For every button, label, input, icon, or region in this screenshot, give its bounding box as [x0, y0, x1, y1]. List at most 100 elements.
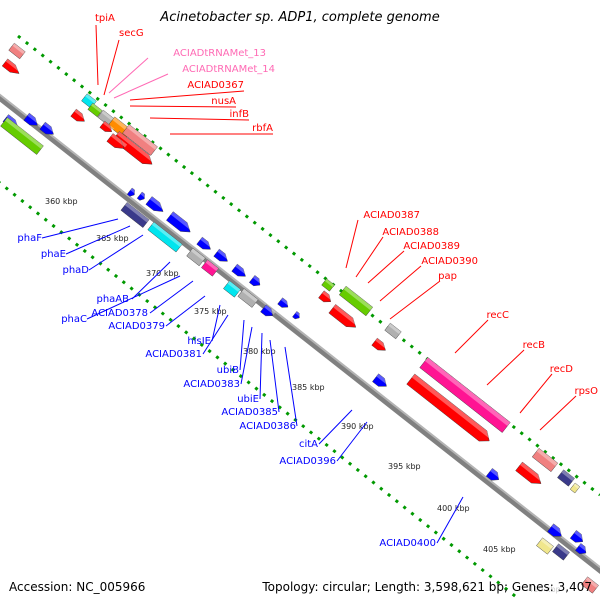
gene-block[interactable] [371, 337, 389, 354]
gene-label[interactable]: citA [299, 439, 318, 450]
gene-block[interactable] [0, 117, 44, 155]
gene-block[interactable] [569, 530, 586, 545]
leader-line [149, 280, 194, 314]
gene-label[interactable]: ACIAD0389 [403, 241, 460, 252]
leader-line [436, 496, 464, 544]
gene-label[interactable]: phaAB [96, 294, 129, 305]
gene-label[interactable]: infB [230, 109, 250, 120]
gene-block[interactable] [223, 280, 241, 298]
genome-backbone-highlight [0, 93, 600, 569]
ruler-label: 365 kbp [96, 234, 129, 243]
gene-block[interactable] [106, 133, 128, 153]
ruler-label: 380 kbp [243, 347, 276, 356]
gene-label[interactable]: recC [486, 310, 509, 321]
gene-block[interactable] [419, 357, 511, 433]
leader-line [41, 218, 119, 239]
gene-block[interactable] [23, 112, 41, 129]
gene-block[interactable] [120, 202, 150, 228]
gene-block[interactable] [552, 543, 570, 561]
gene-block[interactable] [328, 304, 360, 331]
gene-label[interactable]: recD [550, 364, 574, 375]
gene-block[interactable] [213, 248, 231, 265]
gene-block[interactable] [166, 211, 194, 237]
gene-label[interactable]: ACIAD0386 [239, 421, 296, 432]
gene-label[interactable]: rbfA [252, 123, 273, 134]
gene-block[interactable] [99, 120, 115, 135]
gene-label[interactable]: recB [523, 340, 546, 351]
gene-label[interactable]: phaC [61, 314, 87, 325]
ruler-label: 405 kbp [483, 545, 516, 554]
gene-block[interactable] [136, 191, 147, 202]
gene-label[interactable]: phaF [17, 233, 42, 244]
gene-block[interactable] [547, 523, 565, 541]
gene-label[interactable]: phaE [41, 249, 66, 260]
gene-block[interactable] [485, 468, 502, 483]
gene-label[interactable]: rpsO [574, 386, 598, 397]
gene-label[interactable]: secG [119, 28, 144, 39]
gene-block[interactable] [581, 576, 599, 594]
gene-label[interactable]: phaD [62, 265, 89, 276]
leader-line [65, 225, 131, 255]
gene-label[interactable]: ACIAD0396 [279, 456, 336, 467]
ruler-label: 375 kbp [194, 307, 227, 316]
leader-line [131, 261, 171, 300]
gene-block[interactable] [372, 373, 390, 391]
gene-block[interactable] [260, 304, 276, 319]
gene-label[interactable]: ACIAD0378 [91, 308, 148, 319]
gene-block[interactable] [8, 42, 26, 60]
gene-block[interactable] [406, 373, 494, 446]
gene-label[interactable]: ACIAD0367 [187, 80, 244, 91]
gene-block[interactable] [531, 447, 559, 473]
gene-block[interactable] [237, 288, 259, 308]
ruler-label: 390 kbp [341, 422, 374, 431]
gene-block[interactable] [39, 121, 57, 138]
gene-block[interactable] [536, 537, 554, 555]
gene-label[interactable]: ACIAD0390 [421, 256, 478, 267]
gene-block[interactable] [249, 275, 263, 288]
gene-label[interactable]: ACIAD0400 [379, 538, 436, 549]
gene-block[interactable] [277, 297, 291, 310]
gene-label[interactable]: ACIADtRNAMet_14 [182, 64, 275, 75]
gene-block[interactable] [87, 102, 103, 118]
forward-genes [1, 42, 599, 594]
gene-block[interactable] [186, 247, 206, 267]
gene-block[interactable] [196, 236, 214, 253]
gene-block[interactable] [569, 482, 581, 494]
ruler-label: 385 kbp [292, 383, 325, 392]
gene-label[interactable]: ACIAD0388 [382, 227, 439, 238]
ruler-track-outer [17, 34, 600, 497]
gene-label[interactable]: ACIAD0381 [145, 349, 202, 360]
gene-block[interactable] [201, 259, 219, 277]
gene-block[interactable] [384, 322, 402, 340]
gene-label[interactable]: pap [438, 271, 457, 282]
gene-label[interactable]: ACIAD0379 [108, 321, 165, 332]
gene-block[interactable] [231, 263, 249, 280]
ruler-label: 360 kbp [45, 197, 78, 206]
gene-label[interactable]: tpiA [95, 13, 115, 24]
gene-block[interactable] [557, 469, 575, 487]
gene-label[interactable]: ubiE [237, 394, 259, 405]
gene-block[interactable] [122, 124, 158, 156]
gene-label[interactable]: ACIAD0385 [221, 407, 278, 418]
gene-block[interactable] [515, 461, 545, 488]
gene-label[interactable]: ACIAD0387 [363, 210, 420, 221]
leader-line [103, 39, 120, 96]
gene-block[interactable] [126, 187, 137, 198]
gene-label[interactable]: ubiB [217, 365, 239, 376]
gene-block[interactable] [321, 278, 335, 292]
gene-label[interactable]: ACIADtRNAMet_13 [173, 48, 266, 59]
gene-block[interactable] [318, 290, 334, 305]
gene-block[interactable] [147, 221, 183, 253]
accession-label: Accession: NC_005966 [9, 580, 146, 594]
gene-label[interactable]: nusA [211, 96, 236, 107]
gene-label[interactable]: ACIAD0383 [183, 379, 240, 390]
gene-block[interactable] [145, 196, 167, 216]
gene-block[interactable] [70, 108, 88, 125]
gene-block[interactable] [1, 58, 22, 77]
gene-block[interactable] [292, 311, 302, 320]
gene-block[interactable] [575, 543, 589, 556]
gene-label[interactable]: hisIE [187, 336, 211, 347]
gene-block[interactable] [338, 285, 374, 317]
